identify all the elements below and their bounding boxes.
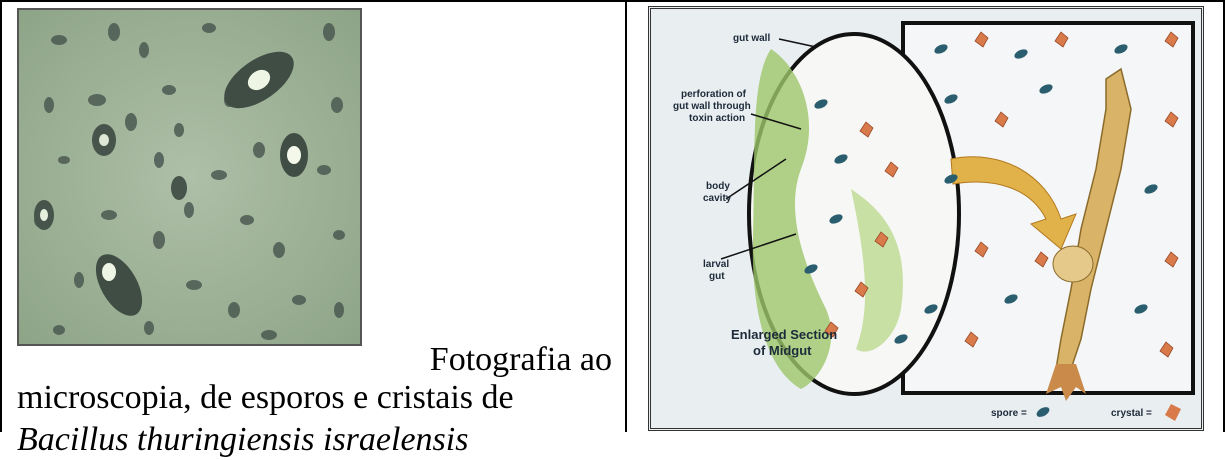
label-perforation-3: toxin action — [689, 113, 745, 124]
microscope-photo — [17, 8, 362, 346]
label-enlarged-2: of Midgut — [753, 343, 812, 358]
midgut-diagram-image: gut wall perforation of gut wall through… — [651, 9, 1201, 428]
table-border-middle — [625, 0, 627, 432]
table-border-top — [0, 0, 1225, 2]
label-perforation-1: perforation of — [681, 89, 747, 100]
microscope-photo-image — [19, 10, 360, 344]
label-body-cavity-2: cavity — [703, 193, 732, 204]
legend-crystal-icon — [1165, 404, 1181, 421]
table-border-left — [0, 0, 2, 432]
legend-crystal-label: crystal = — [1111, 408, 1152, 419]
label-gut-wall: gut wall — [733, 33, 770, 44]
label-larval-gut-2: gut — [709, 271, 725, 282]
caption-line-3-species: Bacillus thuringiensis israelensis — [17, 420, 468, 460]
label-perforation-2: gut wall through — [673, 101, 751, 112]
legend-spore-label: spore = — [991, 408, 1027, 419]
midgut-diagram: gut wall perforation of gut wall through… — [648, 6, 1204, 431]
caption-line-2: microscopia, de esporos e cristais de — [17, 378, 612, 418]
label-body-cavity-1: body — [706, 181, 730, 192]
label-larval-gut-1: larval — [703, 259, 729, 270]
label-enlarged-1: Enlarged Section — [731, 327, 837, 342]
legend-spore-icon — [1035, 405, 1051, 419]
caption-line-1: Fotografia ao — [377, 340, 612, 380]
